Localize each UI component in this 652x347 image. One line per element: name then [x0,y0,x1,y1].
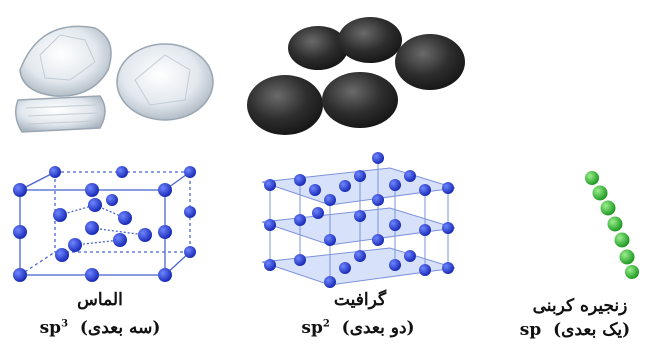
graphite-dimension: (دو بعدی) [342,318,415,338]
diamond-name: الماس [30,290,170,310]
diamond-gems-photo [16,26,213,132]
carbon-chain-hybrid-label: sp [520,320,541,340]
coal-lumps-photo [247,17,465,135]
graphite-name: گرافیت [290,290,430,310]
carbon-chain-name: زنجیره کربنی [510,296,650,316]
diamond-hybrid-superscript: 3 [61,318,68,329]
carbon-chain-hybridization: sp (یک بعدی) [500,320,650,340]
graphite-hybrid-label: sp [301,318,322,338]
diamond-hybrid-label: sp [40,318,61,338]
carbon-chain-model [585,171,639,279]
diamond-lattice-atoms [13,166,196,282]
carbon-chain-dimension: (یک بعدی) [553,320,630,340]
diamond-hybridization: sp3 (سه بعدی) [20,318,180,338]
diamond-dimension: (سه بعدی) [80,318,161,338]
graphite-hybrid-superscript: 2 [323,318,330,329]
graphite-hybridization: sp2 (دو بعدی) [268,318,448,338]
